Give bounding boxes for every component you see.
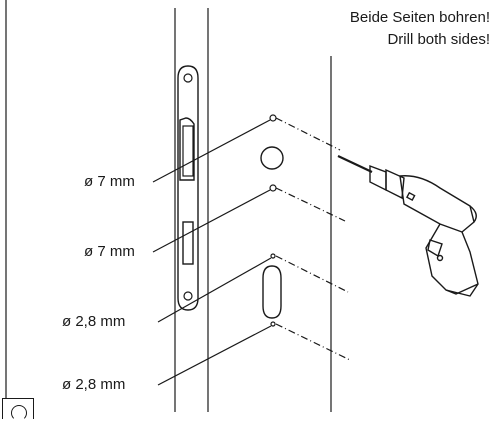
hole-label-4: ø 2,8 mm bbox=[62, 376, 126, 393]
hole-top-small bbox=[269, 114, 277, 122]
instruction-line-german: Beide Seiten bohren! bbox=[349, 9, 490, 26]
lock-faceplate bbox=[177, 65, 199, 311]
deadbolt-slot bbox=[182, 221, 194, 265]
handle-slot bbox=[262, 265, 282, 319]
step-number-box bbox=[2, 398, 34, 421]
instruction-line-english: Drill both sides! bbox=[387, 31, 490, 48]
hole-second-small bbox=[269, 184, 277, 192]
leader-line-2 bbox=[152, 189, 271, 253]
hole-bottom-small bbox=[270, 321, 276, 327]
hole-third-small bbox=[270, 253, 276, 259]
drill-axis-2 bbox=[275, 187, 346, 222]
drill-axis-3 bbox=[275, 255, 349, 293]
latch-bolt-inner bbox=[182, 125, 194, 177]
hole-label-2: ø 7 mm bbox=[84, 243, 135, 260]
drill-axis-4 bbox=[275, 323, 351, 361]
leader-line-3 bbox=[157, 257, 272, 323]
hole-label-1: ø 7 mm bbox=[84, 173, 135, 190]
leader-line-1 bbox=[152, 119, 271, 183]
leader-line-4 bbox=[157, 325, 272, 386]
hole-label-3: ø 2,8 mm bbox=[62, 313, 126, 330]
faceplate-screw-top bbox=[183, 73, 193, 83]
latch-bolt bbox=[179, 117, 195, 181]
drill-axis-1 bbox=[275, 117, 341, 151]
diagram-drawing bbox=[5, 0, 479, 412]
drill-icon bbox=[337, 155, 479, 297]
cylinder-hole bbox=[260, 146, 284, 170]
step-circle-icon bbox=[11, 405, 27, 421]
faceplate-screw-bottom bbox=[183, 291, 193, 301]
